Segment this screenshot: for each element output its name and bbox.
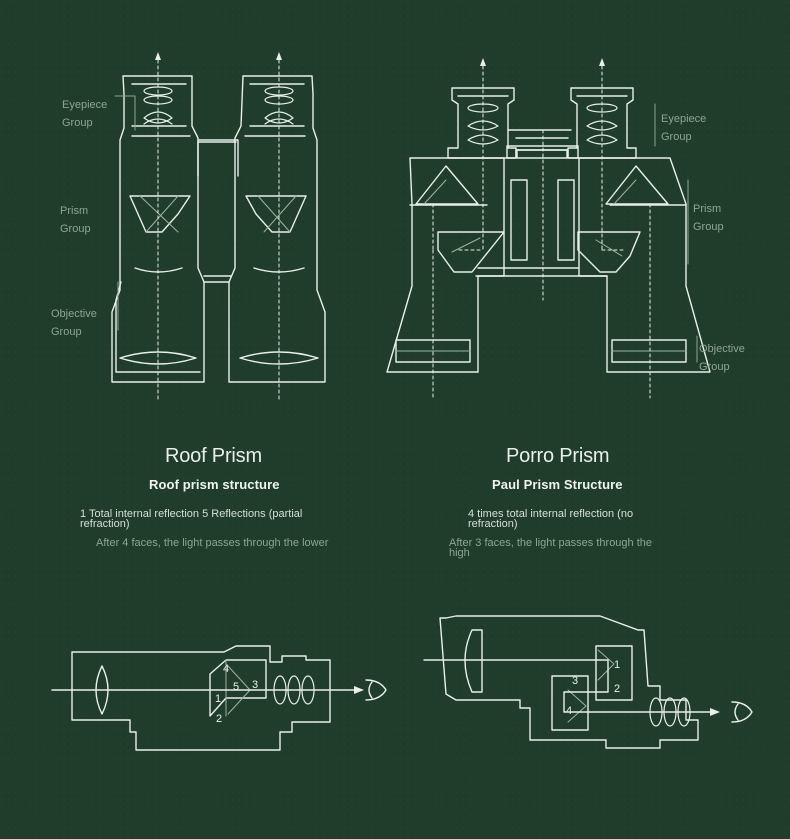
roof-objective-lenses (119, 351, 319, 365)
roof-path-housing (71, 645, 331, 751)
porro-prism-subtitle: Paul Prism Structure (492, 477, 623, 492)
roof-path-objective-lens (95, 665, 109, 715)
roof-number-4: 4 (223, 663, 229, 675)
roof-objective-label: Objective Group (51, 308, 97, 338)
roof-number-3: 3 (252, 679, 258, 691)
roof-eyepiece-label: Eyepiece Group (62, 99, 108, 129)
porro-prism-title: Porro Prism (506, 445, 610, 467)
roof-number-1: 1 (215, 693, 221, 705)
porro-number-4: 4 (566, 705, 572, 717)
roof-path-eye-icon (365, 679, 387, 701)
porro-right-prism (577, 165, 669, 273)
porro-path-arrow (710, 708, 720, 716)
porro-path-numbers: 1 2 3 4 (566, 659, 620, 717)
roof-binocular-right-barrel (228, 75, 326, 383)
porro-prism-label: Prism Group (693, 203, 724, 233)
porro-number-3: 3 (572, 675, 578, 687)
porro-prism-note: After 3 faces, the light passes through … (449, 537, 653, 559)
roof-path-arrow (354, 686, 364, 694)
porro-number-2: 2 (614, 683, 620, 695)
porro-left-prism (415, 165, 505, 273)
porro-number-1: 1 (614, 659, 620, 671)
roof-optical-axes (157, 59, 280, 401)
roof-prism-label: Prism Group (60, 205, 91, 235)
porro-path-eye-icon (731, 701, 753, 723)
porro-optical-axes (432, 65, 651, 399)
roof-prism-subtitle: Roof prism structure (149, 477, 280, 492)
porro-left-body (386, 157, 505, 373)
porro-objective-lenses (395, 339, 687, 363)
porro-eyepiece-label: Eyepiece Group (661, 113, 707, 143)
roof-binocular-bridge (197, 139, 239, 283)
porro-left-eyepiece-housing (447, 87, 517, 159)
roof-axis-arrows (155, 52, 282, 60)
roof-number-5: 5 (233, 681, 239, 693)
roof-prism-description: 1 Total internal reflection 5 Reflection… (80, 508, 303, 530)
porro-path-objective-lens (464, 629, 483, 693)
roof-left-prism (129, 195, 191, 233)
porro-path-light-ray (423, 659, 717, 713)
porro-bridge (475, 179, 608, 277)
porro-objective-label: Objective Group (699, 343, 745, 373)
porro-path-prisms (551, 645, 633, 731)
porro-path-housing (439, 615, 699, 749)
porro-prism-description: 4 times total internal reflection (no re… (468, 508, 634, 530)
porro-right-body (578, 157, 711, 373)
porro-axis-arrows (480, 58, 605, 66)
roof-number-2: 2 (216, 713, 222, 725)
roof-prism-title: Roof Prism (165, 445, 262, 467)
roof-prism-note: After 4 faces, the light passes through … (96, 537, 329, 549)
porro-callout-brackets (654, 103, 698, 363)
roof-right-prism (245, 195, 307, 233)
roof-callout-brackets (114, 95, 136, 331)
roof-path-numbers: 1 2 3 4 5 (215, 663, 258, 725)
porro-center-hinge (506, 129, 579, 301)
